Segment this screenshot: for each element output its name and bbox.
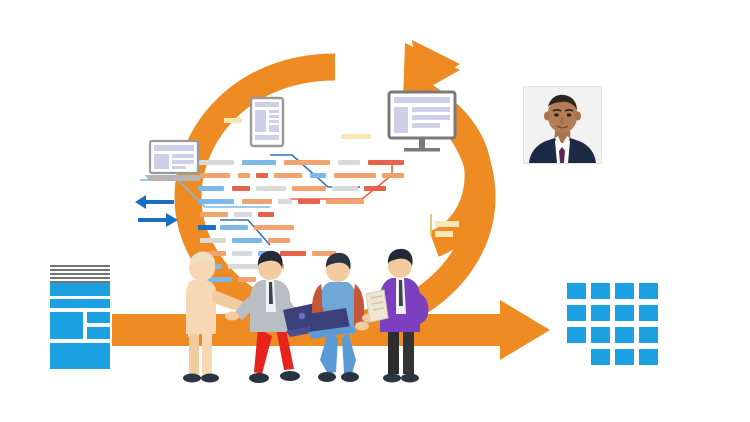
task-bar (254, 225, 294, 230)
task-bar (198, 186, 224, 191)
grid-tile (591, 349, 610, 365)
sticky-note-top (224, 118, 242, 123)
grid-tile (615, 327, 634, 343)
task-bar (268, 238, 290, 243)
tablet-document-icon (249, 96, 285, 148)
task-bar (198, 277, 232, 282)
task-bar (326, 199, 364, 204)
grid-tile (567, 283, 586, 299)
rule-line (50, 265, 110, 267)
person-standing-right (362, 248, 429, 383)
tile-grid-icon (567, 283, 659, 367)
task-bar (242, 160, 276, 165)
people-group (183, 248, 429, 383)
task-bar (274, 173, 302, 178)
task-bar (238, 173, 250, 178)
wireframe-block-side-bottom (87, 327, 110, 339)
sticky-note-right-a (341, 134, 371, 139)
task-bar (256, 173, 268, 178)
grid-tile (591, 305, 610, 321)
grid-tile (591, 283, 610, 299)
task-bar (338, 160, 360, 165)
wireframe-block-side-top (87, 312, 110, 323)
task-bar (232, 238, 262, 243)
task-bar (280, 251, 306, 256)
task-bar (298, 199, 320, 204)
rule-line (50, 277, 110, 279)
task-bar (228, 264, 258, 269)
grid-tile (639, 327, 658, 343)
wireframe-block-subbanner (50, 299, 110, 308)
task-bar (200, 212, 228, 217)
task-bar (234, 212, 252, 217)
wireframe-block-banner (50, 283, 110, 296)
laptop-icon (145, 139, 203, 181)
grid-tile (639, 305, 658, 321)
task-bar (198, 199, 234, 204)
grid-tile (639, 349, 658, 365)
task-bar (220, 225, 248, 230)
lightbulb-icon (403, 167, 433, 204)
task-bar (312, 251, 336, 256)
task-bar (284, 160, 330, 165)
grid-tile (615, 305, 634, 321)
grid-tile (567, 327, 586, 343)
grid-tile (639, 283, 658, 299)
grid-tile (567, 305, 586, 321)
task-bar (332, 186, 358, 191)
task-bar (382, 173, 404, 178)
task-bar (232, 186, 250, 191)
rule-line (50, 273, 110, 275)
grid-tile (591, 327, 610, 343)
task-bar (310, 173, 326, 178)
task-bar (256, 186, 286, 191)
task-bar (200, 173, 230, 178)
sticky-note-stem (430, 214, 432, 236)
task-bar (258, 212, 274, 217)
task-bar (238, 277, 256, 282)
task-bar (232, 251, 252, 256)
task-bar (278, 199, 292, 204)
task-bar (198, 225, 216, 230)
task-bar (242, 199, 272, 204)
task-bar (198, 160, 234, 165)
rule-line (50, 281, 110, 283)
sticky-note-right-c (435, 231, 453, 237)
rule-line (50, 269, 110, 271)
wireframe-layout-icon (50, 265, 110, 377)
grid-tile (615, 283, 634, 299)
task-bar (364, 186, 386, 191)
grid-tile (615, 349, 634, 365)
wireframe-block-footer (50, 343, 110, 369)
task-bar (200, 238, 226, 243)
sync-arrows-icon (135, 195, 178, 227)
task-bar (198, 251, 226, 256)
task-bar (334, 173, 376, 178)
desktop-monitor-icon (387, 90, 457, 152)
task-bar (368, 160, 404, 165)
presenter-headshot (523, 86, 602, 164)
sticky-note-right-b (435, 221, 459, 227)
wireframe-block-main (50, 312, 83, 339)
person-seated-laptop (308, 252, 369, 382)
task-bar (292, 186, 326, 191)
